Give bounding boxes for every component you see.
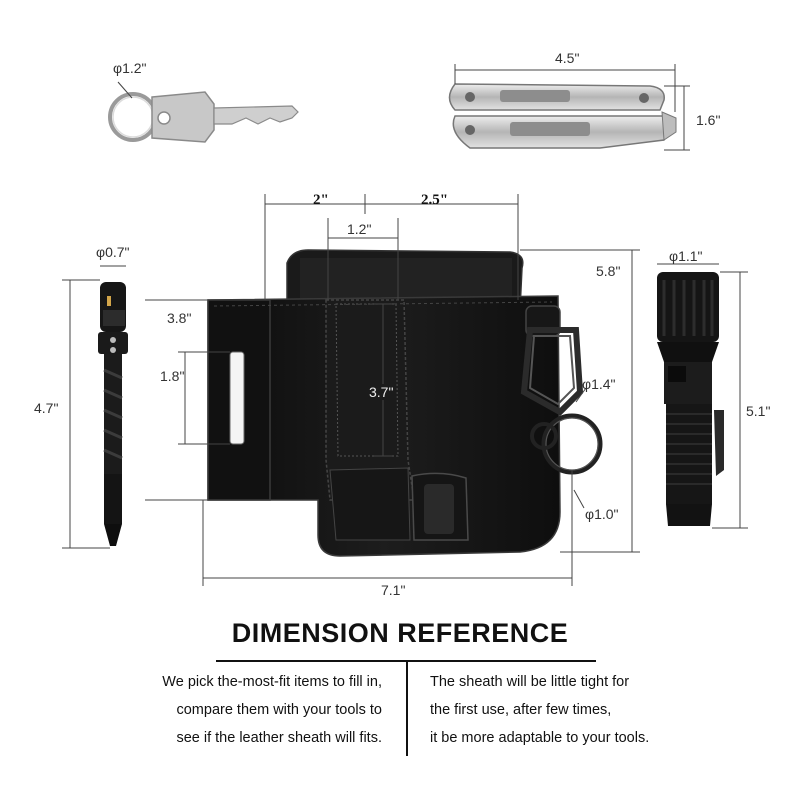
- pen-diameter-label: φ0.7": [96, 244, 130, 260]
- note-left-line: see if the leather sheath will fits.: [176, 730, 382, 746]
- pocket-left-width-label: 2": [313, 192, 329, 208]
- notes-divider: [406, 662, 408, 756]
- keyring-diameter-label: φ1.2": [113, 60, 147, 76]
- flashlight-diameter-label: φ1.1": [669, 248, 703, 264]
- key-image: [108, 91, 299, 143]
- sheath-height-label: 5.8": [596, 263, 621, 279]
- note-right-line: it be more adaptable to your tools.: [430, 730, 650, 746]
- title-underline: [216, 660, 596, 662]
- multitool-height-label: 1.6": [696, 112, 721, 128]
- tactical-pen-image: [98, 282, 128, 546]
- belt-slot-label: 1.8": [160, 368, 185, 384]
- page-title: DIMENSION REFERENCE: [231, 618, 569, 648]
- dimension-lines: [62, 64, 748, 586]
- note-right-line: the first use, after few times,: [430, 702, 612, 718]
- top-opening-label: 1.2": [347, 221, 372, 237]
- ring-large-label: φ1.4": [582, 376, 616, 392]
- pen-pocket-depth-label: 3.7": [367, 384, 396, 400]
- note-right-line: The sheath will be little tight for: [430, 674, 630, 690]
- sheath-width-label: 7.1": [381, 582, 406, 598]
- pen-length-label: 4.7": [34, 400, 59, 416]
- note-right: The sheath will be little tight for the …: [430, 668, 649, 752]
- left-panel-height-label: 3.8": [167, 310, 192, 326]
- pocket-right-width-label: 2.5": [421, 192, 449, 208]
- note-left-line: We pick the-most-fit items to fill in,: [162, 674, 382, 690]
- multitool-width-label: 4.5": [555, 50, 580, 66]
- note-left: We pick the-most-fit items to fill in, c…: [162, 668, 382, 752]
- ring-small-label: φ1.0": [585, 506, 619, 522]
- note-left-line: compare them with your tools to: [176, 702, 382, 718]
- flashlight-image: [657, 272, 724, 526]
- flashlight-length-label: 5.1": [746, 403, 771, 419]
- leather-sheath-image: [207, 249, 603, 557]
- multitool-image: [448, 83, 677, 149]
